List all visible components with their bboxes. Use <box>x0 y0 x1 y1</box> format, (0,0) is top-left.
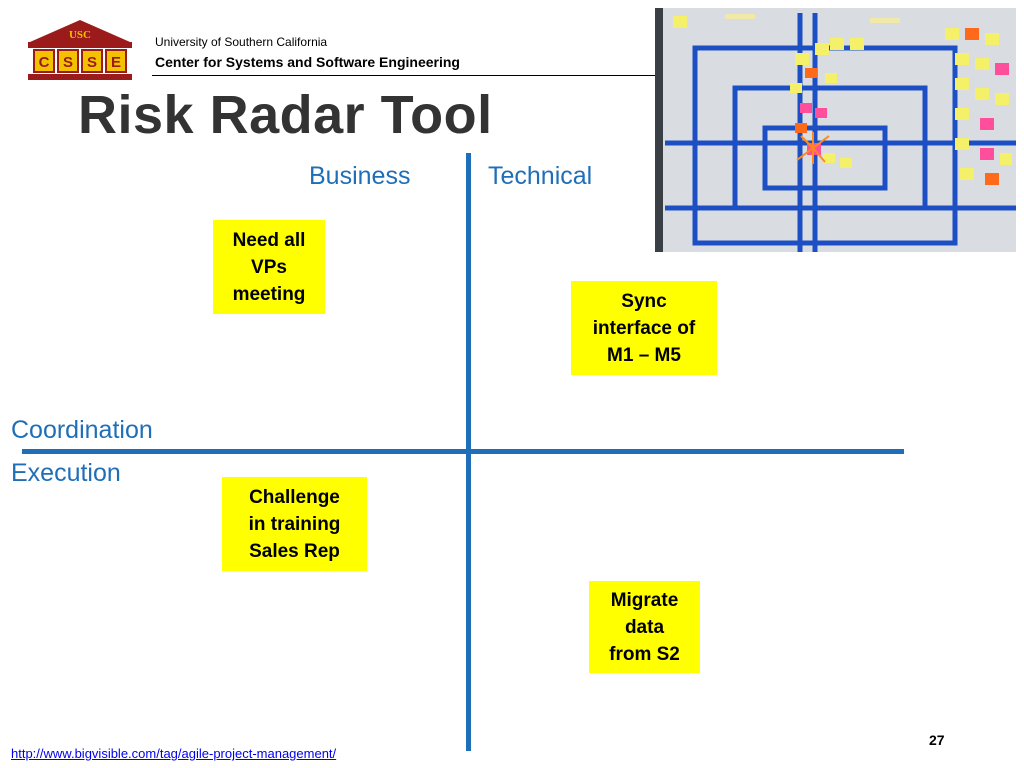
sticky-line: Challenge <box>249 486 340 508</box>
page-number: 27 <box>929 732 945 748</box>
header-divider <box>152 75 656 76</box>
risk-sticky-note: Challenge in training Sales Rep <box>222 477 367 571</box>
sticky-line: in training <box>248 513 341 535</box>
logo-letters: C S S E <box>33 49 127 73</box>
sticky-line: data <box>624 616 665 638</box>
sticky-line: from S2 <box>609 643 680 665</box>
sticky-line: Sync <box>621 290 667 312</box>
risk-sticky-note: Migrate data from S2 <box>589 581 700 673</box>
logo-usc-text: USC <box>69 29 91 41</box>
axis-label-coordination: Coordination <box>11 416 153 444</box>
svg-text:C: C <box>39 54 50 71</box>
sticky-line: interface of <box>592 317 696 339</box>
sticky-line: Migrate <box>610 589 679 611</box>
sticky-line: Need all <box>232 229 306 251</box>
svg-text:S: S <box>87 54 97 71</box>
sticky-line: Sales Rep <box>249 540 340 562</box>
horizontal-axis-line <box>22 449 904 454</box>
risk-radar-board-photo <box>655 8 1016 252</box>
photo-sticky-notes <box>673 14 1012 185</box>
axis-label-execution: Execution <box>11 459 121 487</box>
axis-label-technical: Technical <box>488 162 593 190</box>
csse-logo: USC C S S E <box>28 20 132 80</box>
sticky-line: VPs <box>251 256 287 278</box>
source-link[interactable]: http://www.bigvisible.com/tag/agile-proj… <box>11 746 337 761</box>
sticky-line: meeting <box>232 283 306 305</box>
university-name: University of Southern California <box>155 35 328 49</box>
risk-sticky-note: Sync interface of M1 – M5 <box>571 281 717 375</box>
svg-text:E: E <box>111 54 121 71</box>
slide-title: Risk Radar Tool <box>78 85 493 145</box>
center-name: Center for Systems and Software Engineer… <box>155 54 460 70</box>
photo-starburst <box>796 132 830 164</box>
risk-sticky-note: Need all VPs meeting <box>213 220 325 314</box>
sticky-line: M1 – M5 <box>607 344 681 366</box>
svg-text:S: S <box>63 54 73 71</box>
axis-label-business: Business <box>309 162 411 190</box>
